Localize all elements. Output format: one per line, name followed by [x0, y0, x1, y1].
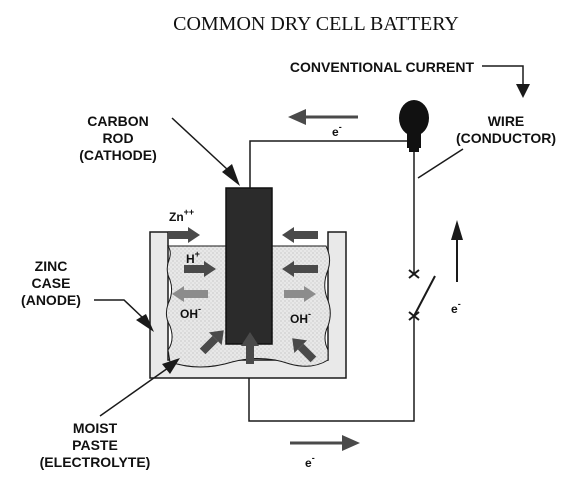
moist-paste-label: MOIST PASTE (ELECTROLYTE) [40, 420, 151, 470]
carbon-rod [225, 187, 273, 345]
electron-label-top: e- [332, 122, 342, 139]
electron-arrow-bottom [290, 435, 360, 451]
wire-top [249, 140, 415, 188]
zinc-case-leader [94, 299, 154, 332]
ion-arrow-left-2 [184, 261, 216, 277]
svg-text:CASE: CASE [32, 275, 71, 291]
hydroxide-ion-label-left: OH- [180, 304, 201, 321]
ion-arrow-bottom-right [292, 338, 317, 363]
svg-text:ZINC: ZINC [35, 258, 68, 274]
svg-text:(ELECTROLYTE): (ELECTROLYTE) [40, 454, 151, 470]
light-bulb-icon [399, 100, 429, 152]
zinc-ion-label: Zn++ [169, 207, 194, 224]
ion-arrow-right-1 [282, 227, 318, 243]
ion-arrow-left-3 [172, 286, 208, 302]
hydrogen-ion-label: H+ [186, 249, 200, 266]
electron-arrow-top [288, 109, 358, 125]
wire-leader [417, 148, 464, 179]
svg-text:(CATHODE): (CATHODE) [79, 147, 157, 163]
carbon-rod-leader [171, 117, 240, 186]
svg-text:MOIST: MOIST [73, 420, 118, 436]
conventional-current-label: CONVENTIONAL CURRENT [290, 59, 475, 75]
svg-text:WIRE: WIRE [488, 113, 525, 129]
conventional-current-arrow [482, 65, 524, 84]
moist-paste-leader [99, 358, 180, 417]
wire-bottom [248, 316, 415, 422]
conventional-current-arrowhead [516, 84, 530, 98]
svg-text:PASTE: PASTE [72, 437, 118, 453]
ion-arrow-left-1 [168, 227, 200, 243]
svg-text:ROD: ROD [102, 130, 133, 146]
ion-arrow-bottom-left [199, 330, 224, 355]
electron-arrow-right [451, 220, 463, 282]
ion-arrow-bottom-center [241, 332, 259, 364]
svg-text:(ANODE): (ANODE) [21, 292, 81, 308]
electron-label-bottom: e- [305, 453, 315, 470]
ion-arrow-right-2 [282, 261, 318, 277]
svg-text:(CONDUCTOR): (CONDUCTOR) [456, 130, 556, 146]
hydroxide-ion-label-right: OH- [290, 309, 311, 326]
zinc-case-label: ZINC CASE (ANODE) [21, 258, 81, 308]
ion-arrow-right-3 [284, 286, 316, 302]
carbon-rod-label: CARBON ROD (CATHODE) [79, 113, 157, 163]
switch-icon [408, 269, 436, 321]
svg-text:CARBON: CARBON [87, 113, 148, 129]
wire-label: WIRE (CONDUCTOR) [456, 113, 556, 146]
diagram-title: COMMON DRY CELL BATTERY [173, 13, 459, 35]
electron-label-right: e- [451, 299, 461, 316]
